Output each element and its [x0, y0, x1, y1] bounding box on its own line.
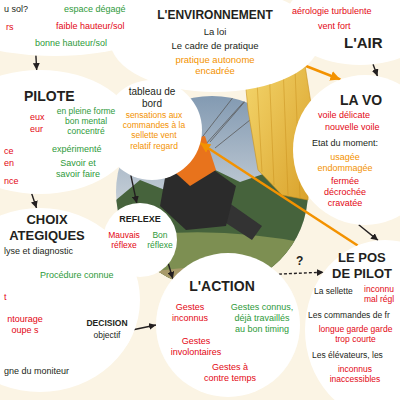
node-text: rs [6, 22, 14, 33]
diagram-node: PILOTEen pleine forme bon mental concent… [0, 70, 135, 194]
node-text: La loi [165, 26, 265, 37]
connector [131, 175, 137, 203]
node-heading: LE POS [338, 250, 386, 266]
diagram-node: DECISION objectif [82, 305, 132, 355]
node-text: Gestes involontaires [167, 336, 225, 358]
node-heading: L'ENVIRONNEMENT [145, 8, 285, 22]
node-text: Le cadre de pratique [165, 40, 265, 51]
node-heading: L'ACTION [182, 278, 262, 295]
connector [373, 64, 377, 76]
node-text: aérologie turbulente [292, 6, 372, 17]
node-text: Savoir et savoir faire [49, 158, 107, 180]
node-text: bonne hauteur/sol [35, 38, 107, 49]
node-heading: DE PILOT [332, 266, 392, 282]
node-text: Gestes à contre temps [199, 362, 261, 384]
node-ellipse-shape [103, 203, 177, 277]
node-text: gne du moniteur [4, 366, 69, 377]
node-heading: DECISION [84, 318, 130, 328]
node-text: Gestes inconnus [167, 302, 213, 324]
node-text: voile délicate [318, 110, 370, 121]
node-heading: REFLEXE [110, 214, 170, 225]
connector [32, 194, 37, 208]
diagram-node: tableau de bordsensations aux commandes … [102, 80, 202, 180]
node-heading: PILOTE [24, 88, 75, 105]
node-text: u sol? [4, 4, 28, 15]
node-text: inconnu mal régl [361, 284, 397, 304]
node-text: eur [30, 124, 43, 135]
diagram-node: LA VOvoile délicatenouvelle voileEtat du… [293, 75, 400, 225]
diagram-node: REFLEXE Mauvais réflexeBon réflexe [103, 203, 177, 277]
diagram-node: LE POSDE PILOT La sellette inconnu mal rég… [305, 240, 400, 400]
node-text: expérimenté [52, 144, 102, 155]
node-text: tableau de bord [128, 86, 176, 110]
node-ellipse-shape [82, 305, 132, 355]
connector [35, 55, 37, 70]
connector [168, 264, 173, 279]
node-text: La sellette [314, 286, 353, 296]
node-text: nce [4, 176, 19, 187]
connector [359, 225, 378, 241]
node-text: nouvelle voile [325, 122, 380, 133]
node-text: Mauvais réflexe [106, 230, 142, 250]
connector [306, 66, 340, 80]
node-heading: CHOIX ATEGIQUES [4, 212, 90, 243]
node-heading: L'AIR [344, 34, 383, 52]
node-text: vent fort [318, 21, 351, 32]
node-text: en pleine forme bon mental concentré [51, 106, 121, 137]
node-text: lyse et diagnostic [4, 246, 73, 257]
node-heading: LA VO [340, 92, 382, 109]
node-text: Les élévateurs, les [312, 350, 383, 360]
node-text: eux [30, 112, 45, 123]
node-ellipse-shape [156, 253, 300, 397]
node-text: espace dégagé [64, 4, 126, 15]
node-ellipse-shape [293, 75, 400, 225]
edge-label: ? [294, 255, 305, 268]
node-ellipse-shape [305, 240, 400, 400]
node-text: Les commandes de fr [308, 310, 390, 320]
node-text: fermée décrochée cravatée [317, 176, 373, 208]
node-text: faible hauteur/sol [56, 21, 125, 32]
node-text: inconnus inaccessibles [320, 364, 390, 384]
node-text: pratique autonome encadrée [170, 54, 260, 77]
node-text: ntourage oupe s [4, 314, 46, 336]
diagram-node: L'ACTION Gestes inconnus Gestes connus, dé… [156, 253, 300, 397]
node-text: objectif [84, 330, 130, 340]
node-text: en [4, 158, 14, 169]
node-ellipse-shape [102, 80, 202, 180]
node-text: longue garde garde trop courte [318, 324, 393, 344]
node-ellipse-shape [285, 0, 400, 65]
node-text: Etat du moment: [312, 138, 378, 149]
node-text: sensations aux commandes à la sellette v… [122, 110, 186, 151]
connector [279, 272, 324, 274]
node-text: ce [4, 146, 14, 157]
diagram-node: aérologie turbulente vent fortL'AIR [285, 0, 400, 65]
node-text: usagée endommagée [314, 152, 376, 174]
node-text: t [4, 292, 7, 303]
node-text: Gestes connus, déjà travaillés au bon ti… [230, 302, 294, 334]
node-text: Bon réflexe [144, 230, 176, 250]
node-text: Procédure connue [40, 270, 114, 281]
